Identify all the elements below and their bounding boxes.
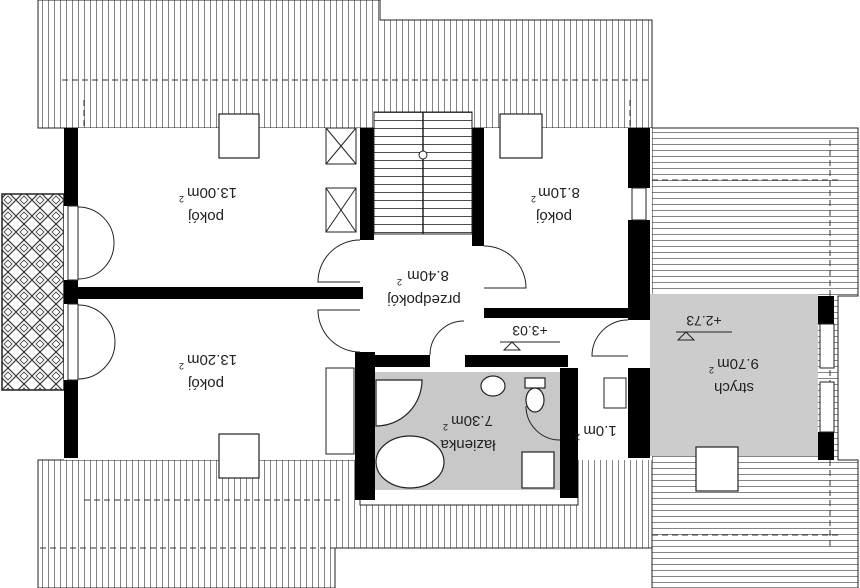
room-ne-exp: 2 [531,194,536,204]
bathroom-name: łazienka [440,436,496,453]
room-label-bathroom: łazienka 7.30m 2 [440,412,496,453]
bathroom-fixtures [375,375,555,489]
room-label-ne: pokój 8.10m 2 [531,184,580,225]
attic-floor [650,294,818,456]
bathroom-area: 7.30m [451,412,493,429]
attic-name: strych [714,379,754,396]
room-sw-exp: 2 [179,361,184,371]
room-nw-name: pokój [188,208,224,225]
hall-exp: 2 [397,277,402,287]
wc-exp: 2 [575,432,580,442]
walls [64,128,834,500]
staircase [373,111,473,235]
skylights [218,113,739,492]
shafts [325,127,627,455]
attic-area: 9.70m [717,355,759,372]
room-label-sw: pokój 13.20m 2 [179,351,237,392]
room-sw-name: pokój [188,375,224,392]
windows [67,187,835,433]
attic-exp: 2 [709,365,714,375]
bathroom-exp: 2 [443,422,448,432]
balcony-railing [1,193,65,391]
room-nw-exp: 2 [179,194,184,204]
door-swings [77,206,629,441]
hall-name: przedpokój [387,291,460,308]
room-ne-area: 8.10m [538,184,580,201]
level-marker-floor: +3.03 [500,323,560,351]
hall-area: 8.40m [407,267,449,284]
room-nw-area: 13.00m [187,184,237,201]
wc-area: 1.0m [583,422,616,439]
floor-level-text: +3.03 [512,323,548,339]
attic-level-text: +2.73 [686,313,722,329]
room-sw-area: 13.20m [187,351,237,368]
room-label-attic: strych 9.70m 2 [709,355,759,396]
room-label-nw: pokój 13.00m 2 [179,184,237,225]
level-marker-attic: +2.73 [676,313,732,341]
room-ne-name: pokój [536,208,572,225]
room-label-wc: 1.0m 2 [575,422,617,442]
bathtub [375,435,445,489]
roof-north [37,0,653,129]
room-label-hall: przedpokój 8.40m 2 [387,267,460,308]
